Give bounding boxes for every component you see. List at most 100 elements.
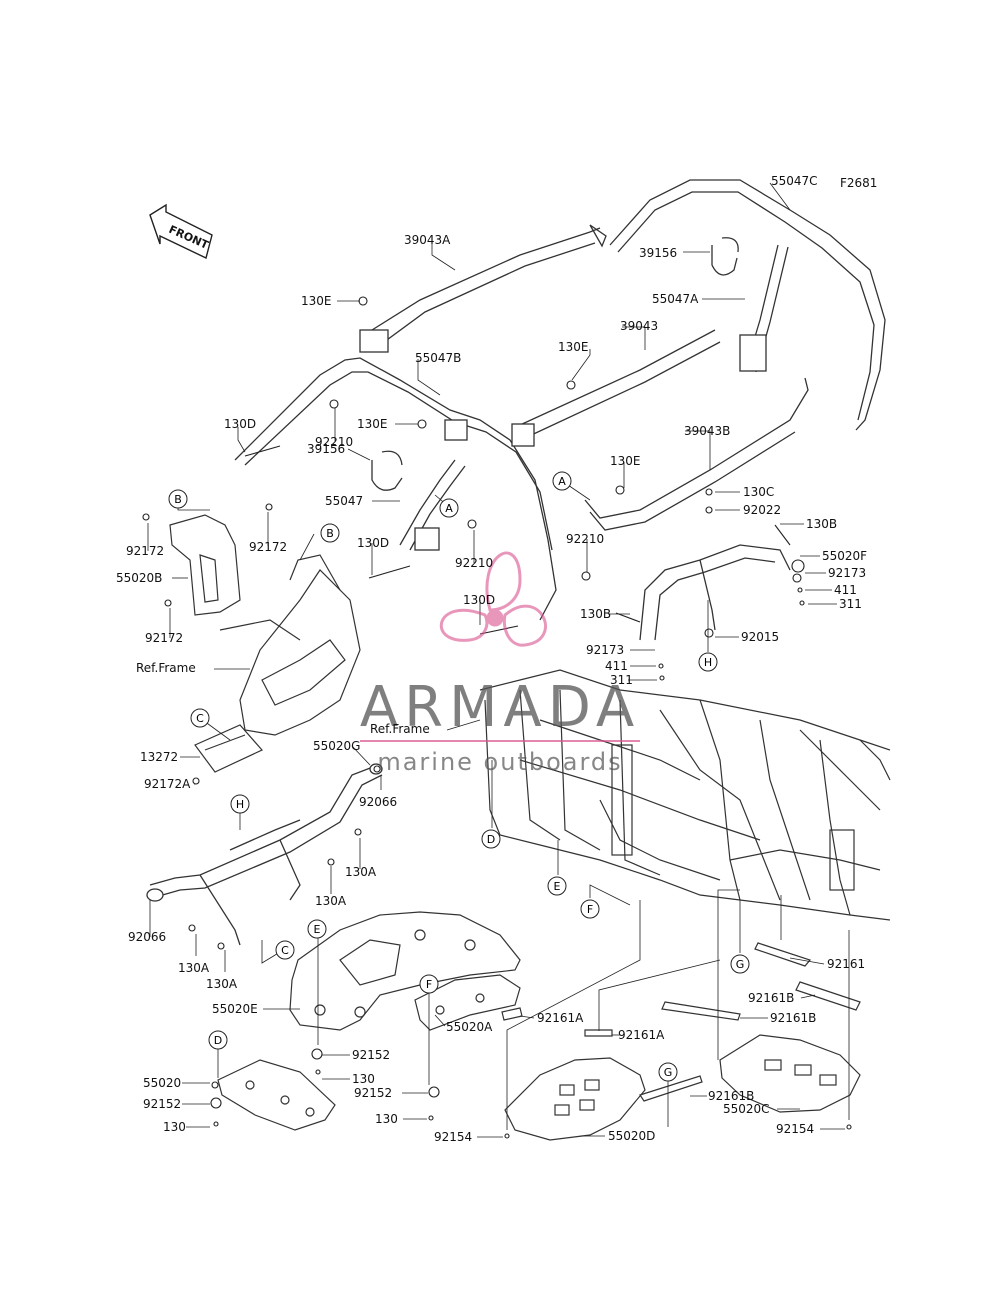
part-label: 130B [806,517,837,531]
part-label: 92172A [144,777,191,791]
part-label: 92210 [455,556,493,570]
part-label: 130A [178,961,210,975]
part-label: 130A [206,977,238,991]
part-label: 92066 [128,930,166,944]
svg-text:F: F [587,903,593,916]
watermark-tagline: marine outboards [377,748,622,776]
part-label: 92066 [359,795,397,809]
part-label: 13272 [140,750,178,764]
callout-circle: D [208,1030,228,1050]
part-label: 55020 [143,1076,181,1090]
callout-circle: G [730,954,750,974]
part-label: 92161B [748,991,794,1005]
svg-text:F: F [426,978,432,991]
part-label: 39156 [307,442,345,456]
callout-circle: H [698,652,718,672]
callout-group: A A B B C C D D E E F F G G H H [168,471,750,1082]
svg-text:G: G [664,1066,673,1079]
part-label: 92022 [743,503,781,517]
svg-text:B: B [174,493,182,506]
ref-label: Ref.Frame [370,722,430,736]
part-label: 92152 [352,1048,390,1062]
part-label: 92161A [537,1011,584,1025]
part-label: 92210 [566,532,604,546]
part-label: 39043B [684,424,730,438]
svg-text:G: G [736,958,745,971]
watermark-logo: ARMADA marine outboards [360,551,640,776]
part-label: 130E [610,454,641,468]
part-label: 92154 [776,1122,814,1136]
part-label: 55020B [116,571,162,585]
callout-circle: C [190,708,210,728]
part-label: 55020F [822,549,867,563]
svg-text:C: C [281,944,289,957]
part-label: 55020G [313,739,360,753]
part-label: 411 [834,583,857,597]
part-label: 92172 [145,631,183,645]
part-label: 130D [357,536,389,550]
part-label: 130E [357,417,388,431]
part-label: 92152 [143,1097,181,1111]
part-label: 92161 [827,957,865,971]
part-label: 39043 [620,319,658,333]
front-bracket-drawing [169,514,361,736]
part-label: 55047C [771,174,818,188]
part-label-group: 55047C 39043A 39156 130E 55047A 39043 55… [116,174,867,1144]
part-label: 311 [610,673,633,687]
svg-text:E: E [314,923,321,936]
callout-circle: E [547,876,567,896]
part-label: 92172 [126,544,164,558]
plate-13272-drawing [194,724,263,773]
ref-label: Ref.Frame [136,661,196,675]
part-label: 55020D [608,1129,655,1143]
part-label: 55047A [652,292,699,306]
part-label: 92161B [770,1011,816,1025]
callout-circle: F [580,899,600,919]
part-label: 55047 [325,494,363,508]
part-label: 130B [580,607,611,621]
part-label: 92210 [315,435,353,449]
callout-circle: H [230,794,250,814]
callout-circle: B [320,523,340,543]
part-label: 92015 [741,630,779,644]
callout-circle: D [481,829,501,849]
part-label: 130 [352,1072,375,1086]
part-label: 130 [163,1120,186,1134]
figure-code: F2681 [840,176,877,190]
hardware-parts [142,296,852,1139]
part-label: 130C [743,485,774,499]
part-label: 130 [375,1112,398,1126]
part-label: 130E [558,340,589,354]
part-label: 130A [345,865,377,879]
front-arrow-icon: FRONT [149,203,213,259]
part-label: 411 [605,659,628,673]
callout-circle: B [168,489,188,509]
leader-lines [147,182,850,1138]
callout-circle: A [552,471,572,491]
part-label: 311 [839,597,862,611]
svg-text:H: H [704,656,712,669]
part-label: 92154 [434,1130,472,1144]
svg-text:A: A [558,475,566,488]
svg-text:B: B [326,527,334,540]
part-label: 55020C [723,1102,770,1116]
watermark-brand: ARMADA [360,675,640,740]
part-label: 92152 [354,1086,392,1100]
part-label: 92172 [249,540,287,554]
part-label: 92161A [618,1028,665,1042]
part-label: 92173 [828,566,866,580]
part-label: 92173 [586,643,624,657]
callout-circle: F [419,974,439,994]
svg-text:A: A [445,502,453,515]
main-frame-drawing [479,669,891,921]
svg-text:H: H [236,798,244,811]
svg-text:D: D [487,833,495,846]
propeller-icon [439,551,547,647]
callout-circle: C [275,940,295,960]
svg-text:D: D [214,1034,222,1047]
part-label: 92161B [708,1089,754,1103]
part-label: 55047B [415,351,461,365]
part-label: 130A [315,894,347,908]
front-bumper-drawing [146,763,383,946]
